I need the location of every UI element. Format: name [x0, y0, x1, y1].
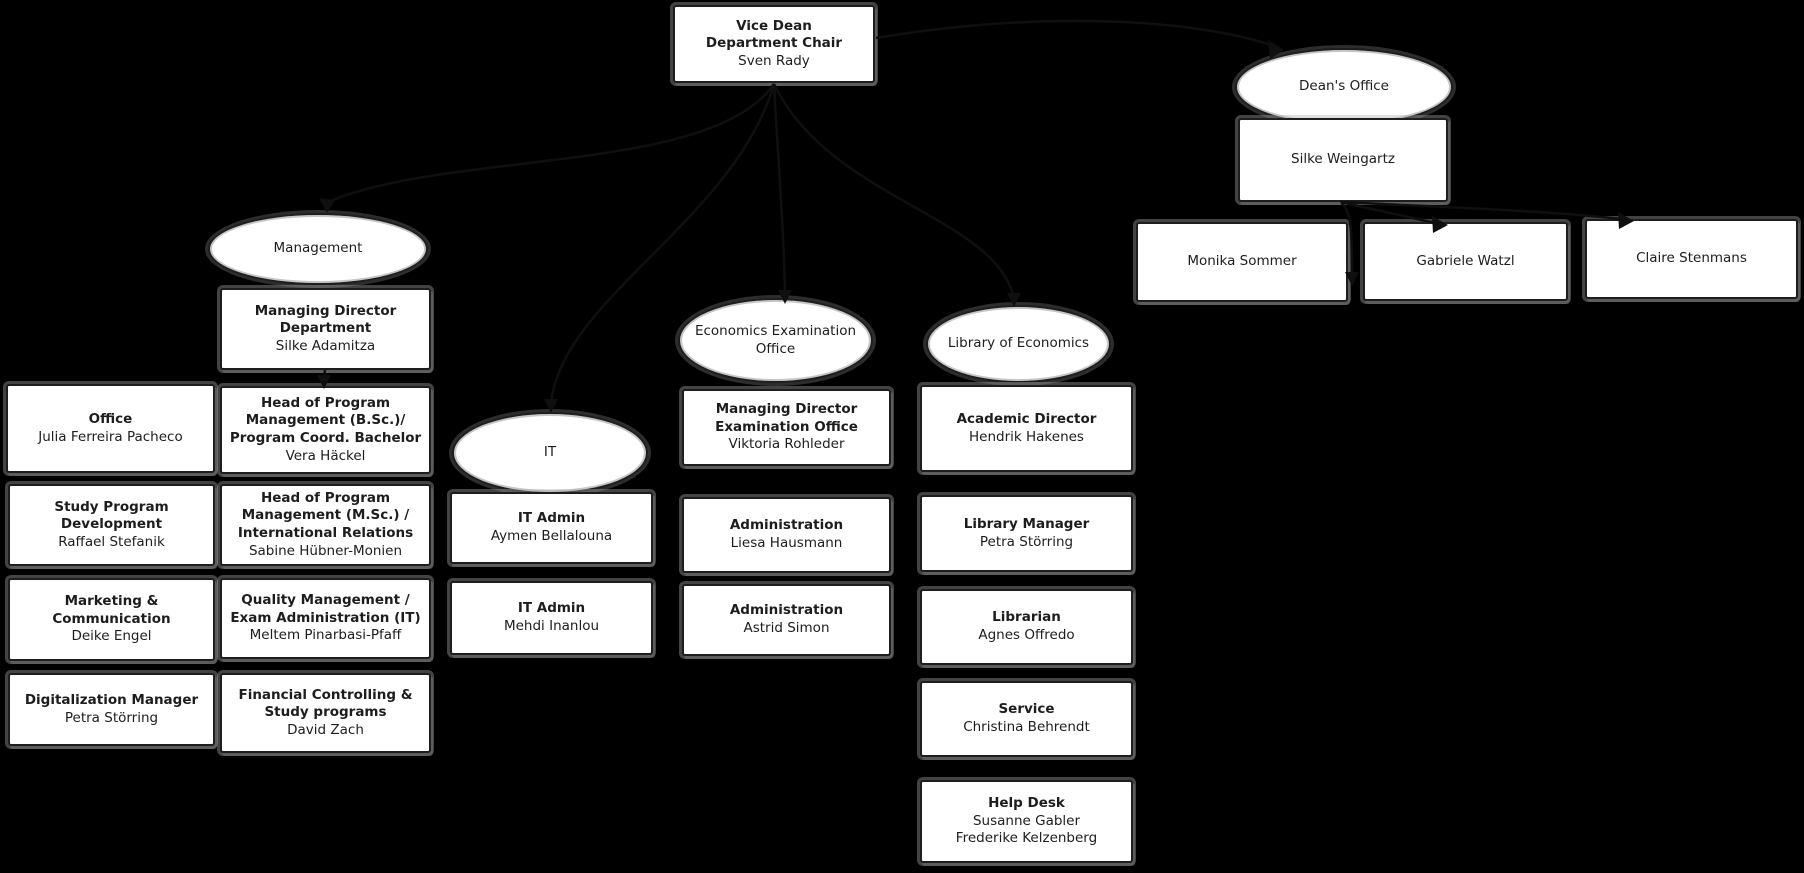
node-person: Sabine Hübner-Monien: [248, 542, 403, 559]
node-person: Silke Adamitza: [275, 337, 376, 354]
group-library[interactable]: Library of Economics: [926, 305, 1111, 383]
connector-vice-dean-library: [772, 83, 1016, 299]
node-title: Marketing & Communication: [52, 593, 171, 627]
group-label: IT: [543, 444, 557, 461]
group-label: Library of Economics: [947, 335, 1090, 352]
node-person: Vera Häckel: [285, 447, 366, 464]
node-person: Aymen Bellalouna: [490, 528, 613, 544]
node-person: Agnes Offredo: [978, 627, 1075, 643]
node-title: Library Manager: [963, 515, 1090, 532]
node-person: Monika Sommer: [1187, 253, 1297, 270]
node-person: Deike Engel: [71, 628, 152, 645]
node-person: David Zach: [287, 721, 364, 738]
node-person: Gabriele Watzl: [1416, 252, 1515, 269]
node-person: Mehdi Inanlou: [503, 618, 600, 634]
node-title: Financial Controlling & Study programs: [238, 686, 413, 721]
node-title: Study Program Development: [54, 498, 169, 533]
node-title: Academic Director: [956, 410, 1097, 427]
node-deans-office-staff-1[interactable]: Monika Sommer: [1136, 222, 1348, 302]
node-deans-office-staff-2[interactable]: Gabriele Watzl: [1363, 222, 1568, 301]
node-marketing-communication[interactable]: Marketing & Communication Deike Engel: [8, 578, 215, 661]
node-financial-controlling[interactable]: Financial Controlling & Study programs D…: [220, 673, 431, 753]
group-deans-office[interactable]: Dean's Office: [1235, 48, 1453, 126]
node-title: Office: [88, 410, 133, 427]
node-title: Quality Management / Exam Administration…: [230, 592, 421, 626]
node-study-program-development[interactable]: Study Program Development Raffael Stefan…: [8, 484, 215, 566]
node-digitalization-manager[interactable]: Digitalization Manager Petra Störring: [8, 673, 215, 746]
node-title: Librarian: [992, 609, 1061, 626]
node-person: Petra Störring: [64, 709, 159, 726]
node-library-director[interactable]: Academic Director Hendrik Hakenes: [920, 385, 1133, 472]
node-person: Claire Stenmans: [1636, 250, 1747, 267]
node-title: Head of Program Management (M.Sc.) / Int…: [237, 489, 414, 541]
connector-vice-dean-exam-office: [772, 83, 787, 297]
node-deans-office-head[interactable]: Silke Weingartz: [1238, 118, 1448, 202]
node-title: Administration: [729, 602, 844, 619]
group-management[interactable]: Management: [208, 213, 428, 285]
group-it[interactable]: IT: [452, 412, 648, 494]
arrowhead-icon: [319, 198, 335, 213]
node-title: Managing Director Department: [254, 302, 397, 337]
connector-head-staff-3: [1340, 200, 1627, 222]
group-exam-office[interactable]: Economics Examination Office: [678, 298, 873, 383]
node-quality-management[interactable]: Quality Management / Exam Administration…: [220, 578, 431, 659]
node-person: Susanne Gabler Frederike Kelzenberg: [955, 812, 1098, 847]
node-title: Head of Program Management (B.Sc.)/ Prog…: [229, 394, 422, 446]
group-label: Management: [273, 240, 363, 257]
node-person: Astrid Simon: [743, 620, 830, 636]
node-title: Administration: [729, 517, 844, 534]
node-person: Sven Rady: [738, 52, 810, 69]
node-deans-office-staff-3[interactable]: Claire Stenmans: [1585, 219, 1798, 299]
arrowhead-icon: [544, 399, 558, 413]
node-person: Julia Ferreira Pacheco: [38, 428, 183, 445]
node-librarian[interactable]: Librarian Agnes Offredo: [920, 589, 1133, 665]
node-title: Vice Dean Department Chair: [705, 17, 843, 52]
node-title: IT Admin: [517, 600, 586, 617]
node-person: Petra Störring: [979, 533, 1074, 550]
node-managing-director[interactable]: Managing Director Department Silke Adami…: [220, 288, 431, 370]
connector-director-bsc: [322, 369, 327, 379]
node-person: Raffael Stefanik: [58, 533, 165, 550]
connector-vice-dean-deans-office: [875, 19, 1281, 50]
node-exam-admin-2[interactable]: Administration Astrid Simon: [682, 584, 891, 656]
node-vice-dean[interactable]: Vice Dean Department Chair Sven Rady: [673, 5, 875, 83]
node-person: Meltem Pinarbasi-Pfaff: [249, 627, 402, 644]
node-help-desk[interactable]: Help Desk Susanne Gabler Frederike Kelze…: [920, 780, 1133, 863]
node-person: Hendrik Hakenes: [969, 428, 1084, 445]
node-head-program-msc[interactable]: Head of Program Management (M.Sc.) / Int…: [220, 484, 431, 566]
node-title: IT Admin: [517, 510, 586, 527]
node-person: Viktoria Rohleder: [728, 436, 845, 453]
node-person: Silke Weingartz: [1291, 151, 1395, 168]
node-exam-admin-1[interactable]: Administration Liesa Hausmann: [682, 497, 891, 573]
node-person: Christina Behrendt: [963, 719, 1090, 735]
node-office[interactable]: Office Julia Ferreira Pacheco: [6, 384, 215, 473]
group-label: Dean's Office: [1299, 78, 1389, 95]
node-it-admin-1[interactable]: IT Admin Aymen Bellalouna: [450, 492, 653, 564]
node-it-admin-2[interactable]: IT Admin Mehdi Inanlou: [450, 581, 653, 655]
node-library-service[interactable]: Service Christina Behrendt: [920, 681, 1133, 757]
node-person: Liesa Hausmann: [730, 535, 843, 551]
connector-vice-dean-management: [327, 83, 776, 204]
node-title: Digitalization Manager: [24, 691, 199, 708]
node-exam-office-director[interactable]: Managing Director Examination Office Vik…: [682, 389, 891, 466]
node-title: Help Desk: [988, 795, 1065, 812]
connector-head-staff-2: [1340, 200, 1439, 226]
node-title: Managing Director Examination Office: [715, 401, 858, 435]
node-title: Service: [998, 701, 1055, 718]
node-library-manager[interactable]: Library Manager Petra Störring: [920, 495, 1133, 572]
group-label: Economics Examination Office: [694, 322, 857, 357]
node-head-program-bsc[interactable]: Head of Program Management (B.Sc.)/ Prog…: [220, 386, 431, 474]
